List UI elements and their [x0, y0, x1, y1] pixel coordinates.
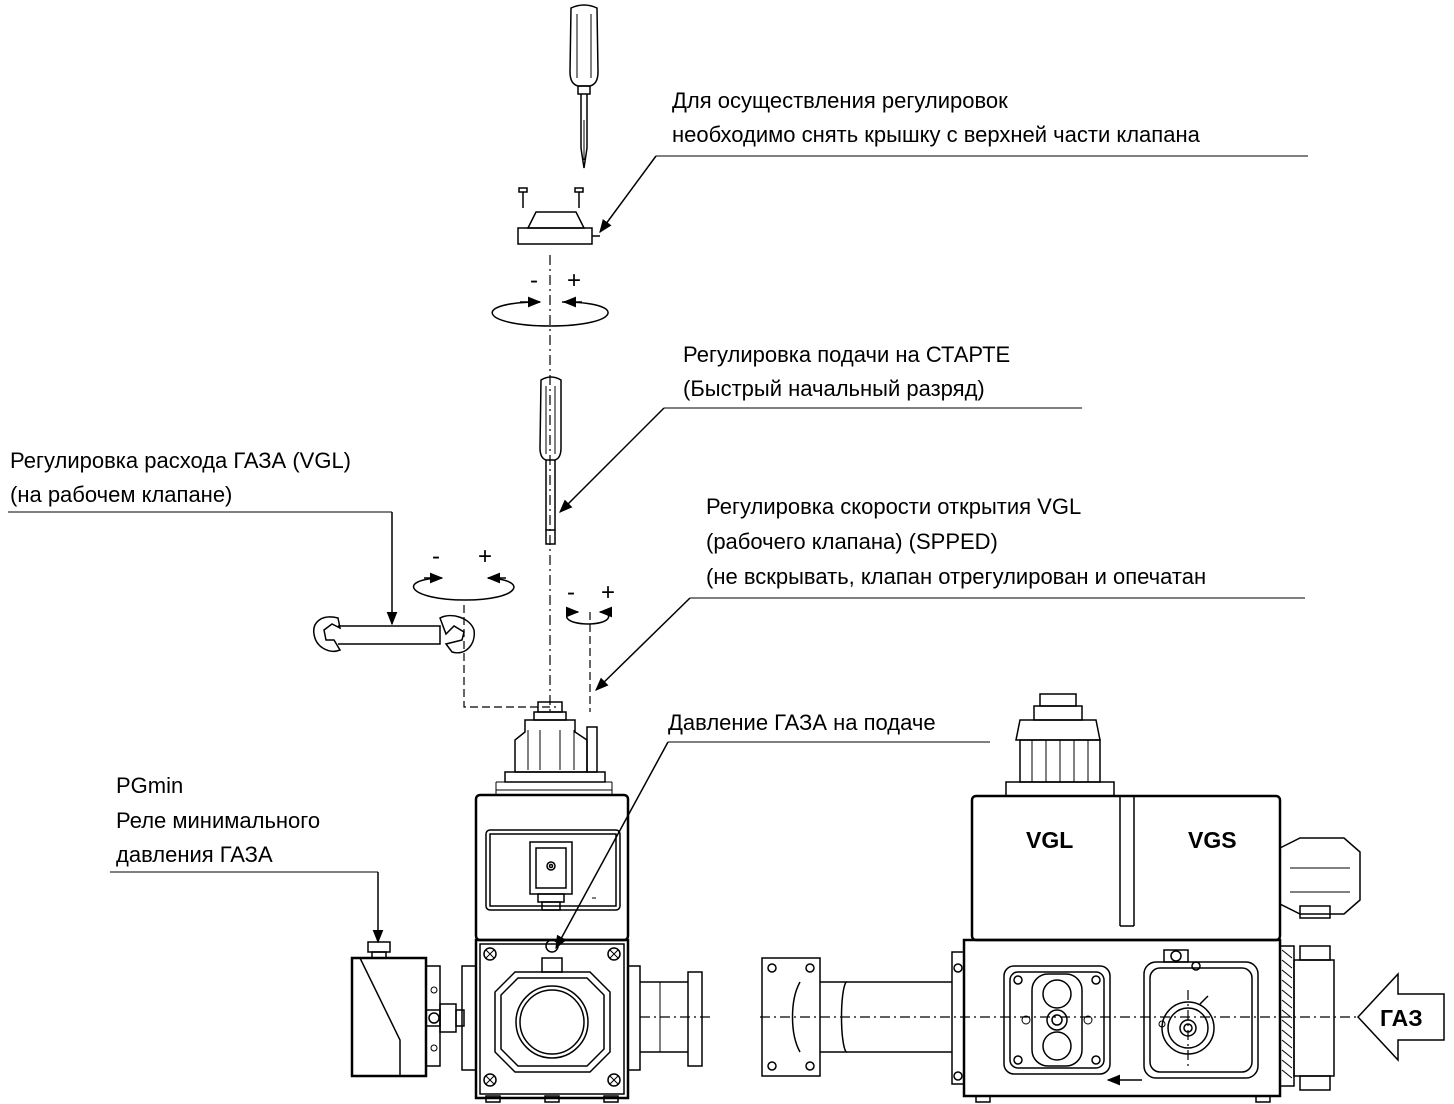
cover-screw-icon: [518, 187, 584, 208]
svg-text:+: +: [478, 543, 492, 570]
link-line: [463, 605, 556, 708]
vgs-label: VGS: [1188, 827, 1237, 853]
svg-text:-: -: [530, 267, 538, 294]
wrench-icon: [313, 614, 475, 654]
svg-text:-: -: [432, 543, 440, 570]
screwdriver-top-icon: [569, 4, 599, 169]
pressure-switch-icon: [350, 941, 465, 1078]
gas-arrow-icon: ГАЗ: [1356, 972, 1445, 1062]
pressure-label: Давление ГАЗА на подаче: [668, 710, 936, 735]
pgmin-label-line3: давления ГАЗА: [116, 842, 273, 867]
speed-label-line1: Регулировка скорости открытия VGL: [706, 494, 1081, 519]
valve-side-view: [760, 693, 1361, 1103]
speed-label-line2: (рабочего клапана) (SPPED): [706, 529, 998, 554]
svg-text:+: +: [601, 579, 615, 606]
valve-cover-icon: [517, 211, 600, 245]
pgmin-label-line2: Реле минимального: [116, 808, 320, 833]
speed-label-line3: (не вскрывать, клапан отрегулирован и оп…: [706, 564, 1206, 589]
gas-arrow-label: ГАЗ: [1380, 1005, 1423, 1031]
leader-lines: [8, 155, 1308, 950]
cover-label-line1: Для осуществления регулировок: [672, 88, 1008, 113]
rotation-arrow-icon: - +: [491, 267, 609, 327]
gas-flow-label-line1: Регулировка расхода ГАЗА (VGL): [10, 448, 351, 473]
screwdriver-start-icon: [539, 376, 562, 545]
start-label-line1: Регулировка подачи на СТАРТЕ: [683, 342, 1010, 367]
rotation-arrow-icon: - +: [412, 543, 515, 601]
vgl-label: VGL: [1026, 827, 1073, 853]
svg-text:+: +: [567, 267, 581, 294]
svg-text:-: -: [567, 579, 575, 606]
gas-flow-label-line2: (на рабочем клапане): [10, 482, 232, 507]
rotation-arrow-icon: - +: [565, 579, 615, 625]
valve-front-view: [461, 701, 712, 1103]
cover-label-line2: необходимо снять крышку с верхней части …: [672, 122, 1201, 147]
pgmin-label-line1: PGmin: [116, 773, 183, 798]
start-label-line2: (Быстрый начальный разряд): [683, 376, 985, 401]
